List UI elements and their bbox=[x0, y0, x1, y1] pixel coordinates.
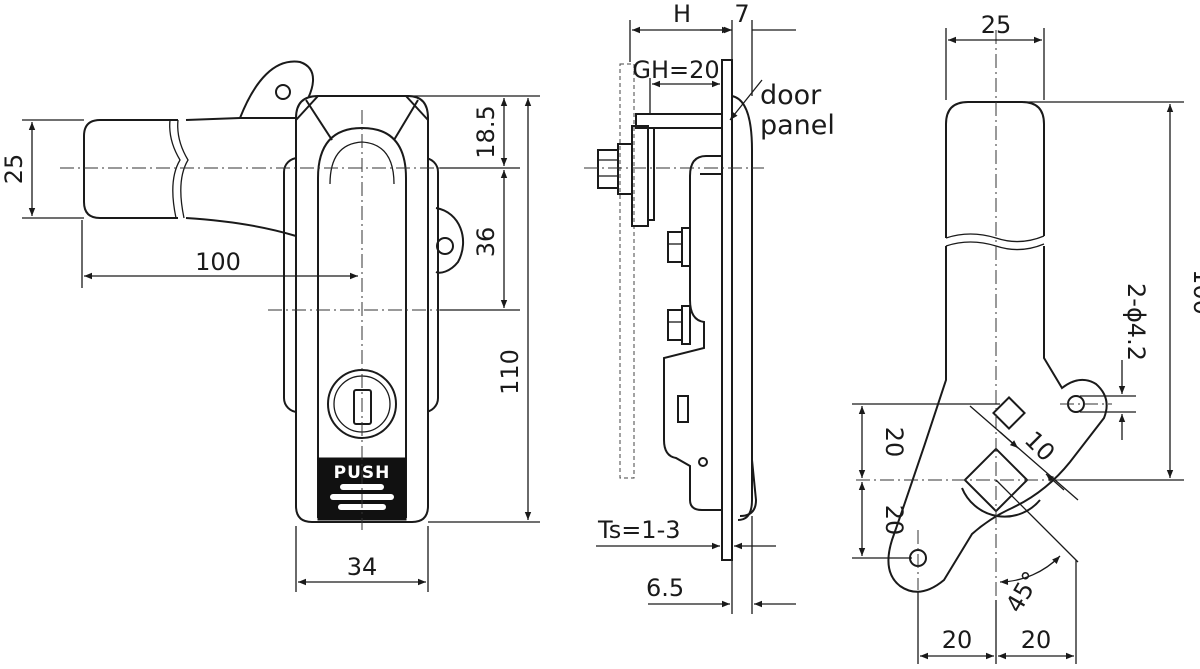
dim-6-5: 6.5 bbox=[646, 574, 684, 602]
inner-body bbox=[663, 155, 722, 511]
bolt-mid bbox=[667, 227, 691, 267]
dim-h-left: 20 bbox=[942, 626, 973, 654]
dim-holes: 2-ϕ4.2 bbox=[1122, 283, 1150, 361]
dim-square: 10 bbox=[1019, 426, 1060, 467]
handle-top bbox=[945, 101, 1045, 238]
dim-h: H bbox=[673, 0, 691, 28]
dim-gh: GH=20 bbox=[632, 56, 719, 84]
dim-v-lower: 20 bbox=[880, 505, 908, 536]
dim-h-right: 20 bbox=[1021, 626, 1052, 654]
bolt-top bbox=[597, 143, 633, 195]
cam-lever bbox=[887, 246, 1108, 593]
bolt-lower bbox=[667, 305, 691, 345]
dim-7: 7 bbox=[734, 0, 749, 28]
dim-ts: Ts=1-3 bbox=[597, 516, 681, 544]
dim-total: 110 bbox=[496, 349, 524, 395]
side-view: H 7 GH=20 door panel Ts=1-3 6.5 bbox=[584, 0, 835, 614]
dim-handle-height: 25 bbox=[0, 154, 28, 185]
back-view: 25 100 2-ϕ4.2 10 20 20 20 20 bbox=[852, 11, 1200, 664]
door-panel bbox=[721, 59, 733, 561]
square-small bbox=[992, 396, 1026, 430]
dim-back-height: 100 bbox=[1188, 269, 1200, 315]
dim-mid: 36 bbox=[472, 227, 500, 258]
front-view: PUSH 25 100 18.5 36 110 3 bbox=[0, 60, 540, 592]
dim-back-width: 25 bbox=[981, 11, 1012, 39]
dim-angle: 45° bbox=[1000, 567, 1046, 618]
cam-bar bbox=[635, 113, 723, 129]
bezel bbox=[731, 95, 753, 521]
door-panel-label-1: door bbox=[760, 80, 822, 111]
handle-arm bbox=[83, 60, 314, 237]
dim-width: 34 bbox=[347, 553, 378, 581]
dim-v-upper: 20 bbox=[880, 427, 908, 458]
door-panel-label-2: panel bbox=[760, 110, 835, 141]
dim-handle-length: 100 bbox=[195, 248, 241, 276]
right-ear bbox=[435, 207, 464, 274]
dim-top: 18.5 bbox=[472, 105, 500, 158]
hidden-cam bbox=[619, 63, 635, 479]
